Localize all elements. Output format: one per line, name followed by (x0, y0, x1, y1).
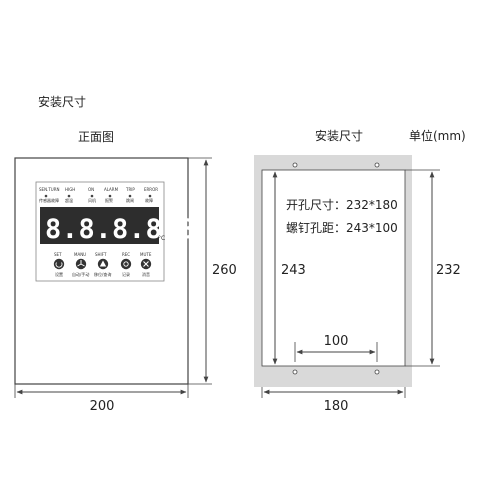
screw-width-label: 100 (324, 334, 349, 349)
button-caption: 自动/手动 (72, 271, 89, 277)
button-label: SHIFT (95, 252, 107, 257)
cutout-area (261, 169, 406, 367)
indicator-sub: 跳闸 (126, 197, 134, 203)
led-display (40, 207, 159, 244)
indicator-label: HIGH (65, 187, 75, 192)
fan-icon (77, 260, 85, 267)
front-width-label: 200 (90, 399, 115, 414)
screw-hole-icon (374, 162, 380, 168)
front-height-label: 260 (212, 263, 237, 278)
cutout-size-label: 开孔尺寸：232*180 (286, 198, 398, 212)
set-button[interactable] (53, 258, 65, 270)
indicator-sub: 故障 (145, 197, 153, 203)
indicator-label: ON (88, 187, 94, 192)
screw-hole-icon (292, 369, 298, 375)
screw-hole-icon (292, 162, 298, 168)
button-caption: 消音 (142, 271, 150, 277)
cutout-width-label: 180 (324, 399, 349, 414)
indicator-row: SEN.TURN HIGH ON ALARM TRIP ERROR 传感器故障 … (39, 187, 158, 203)
button-label: SET (54, 252, 62, 257)
led-icon (67, 194, 71, 198)
record-icon (123, 261, 129, 267)
led-icon (90, 194, 94, 198)
led-icon (44, 194, 48, 198)
cutout-height-label: 232 (436, 263, 461, 278)
screw-distance-label: 螺钉孔距：243*100 (286, 221, 398, 235)
screw-hole-icon (374, 369, 380, 375)
button-label: MUTE (140, 252, 152, 257)
indicator-label: SEN.TURN (39, 187, 59, 192)
screw-height-label: 243 (281, 263, 306, 278)
indicator-sub: 风机 (88, 197, 96, 203)
mute-button[interactable] (140, 258, 152, 270)
install-view-label: 安装尺寸 (315, 128, 363, 143)
led-icon (148, 194, 152, 198)
front-view-label: 正面图 (78, 130, 114, 144)
display-unit: °C (158, 235, 165, 242)
indicator-label: ALARM (104, 187, 119, 192)
title: 安装尺寸 (38, 94, 86, 109)
up-icon (99, 260, 107, 267)
display-digits: 8.8.8.8.8. (45, 214, 213, 245)
install-view: 开孔尺寸：232*180 螺钉孔距：243*100 243 100 232 18… (254, 155, 461, 414)
led-icon (128, 194, 132, 198)
front-view: SEN.TURN HIGH ON ALARM TRIP ERROR 传感器故障 … (14, 157, 237, 414)
unit-label: 单位(mm) (409, 128, 466, 143)
indicator-label: TRIP (125, 187, 135, 192)
button-caption: 移位/查询 (94, 271, 111, 277)
rec-button[interactable] (120, 258, 132, 270)
indicator-label: ERROR (144, 187, 158, 192)
button-label: MANU (74, 252, 86, 257)
indicator-sub: 传感器故障 (39, 197, 59, 203)
led-icon (108, 194, 112, 198)
manu-button[interactable] (75, 258, 87, 270)
indicator-sub: 报警 (105, 197, 113, 203)
shift-button[interactable] (97, 258, 109, 270)
mute-icon (143, 261, 149, 267)
button-label: REC (122, 252, 130, 257)
button-caption: 记录 (122, 271, 130, 277)
indicator-sub: 超温 (65, 197, 73, 203)
power-icon (55, 262, 63, 268)
button-caption: 设置 (55, 271, 63, 277)
